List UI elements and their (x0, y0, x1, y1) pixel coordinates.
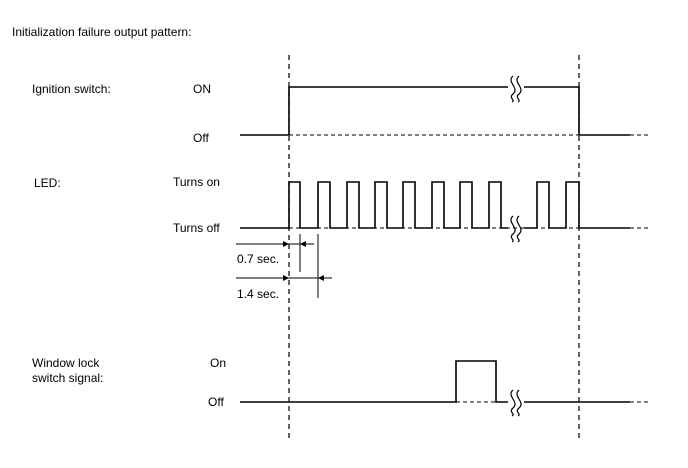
led-waveform (240, 181, 648, 243)
window-lock-off-label: Off (208, 395, 224, 409)
window-lock-on-label: On (210, 356, 226, 370)
ignition-waveform (240, 75, 648, 136)
window-lock-waveform (240, 360, 648, 417)
ignition-label: Ignition switch: (32, 82, 111, 96)
led-on-label: Turns on (173, 175, 220, 189)
diagram-title: Initialization failure output pattern: (12, 25, 191, 39)
timing-annotations (236, 234, 332, 298)
ignition-on-label: ON (193, 82, 211, 96)
led-off-label: Turns off (173, 221, 220, 235)
window-lock-label-line2: switch signal: (32, 371, 103, 385)
ignition-off-label: Off (193, 131, 209, 145)
led-label: LED: (34, 176, 61, 190)
interval-short-label: 0.7 sec. (237, 252, 279, 266)
interval-long-label: 1.4 sec. (237, 287, 279, 301)
window-lock-label-line1: Window lock (32, 356, 100, 370)
